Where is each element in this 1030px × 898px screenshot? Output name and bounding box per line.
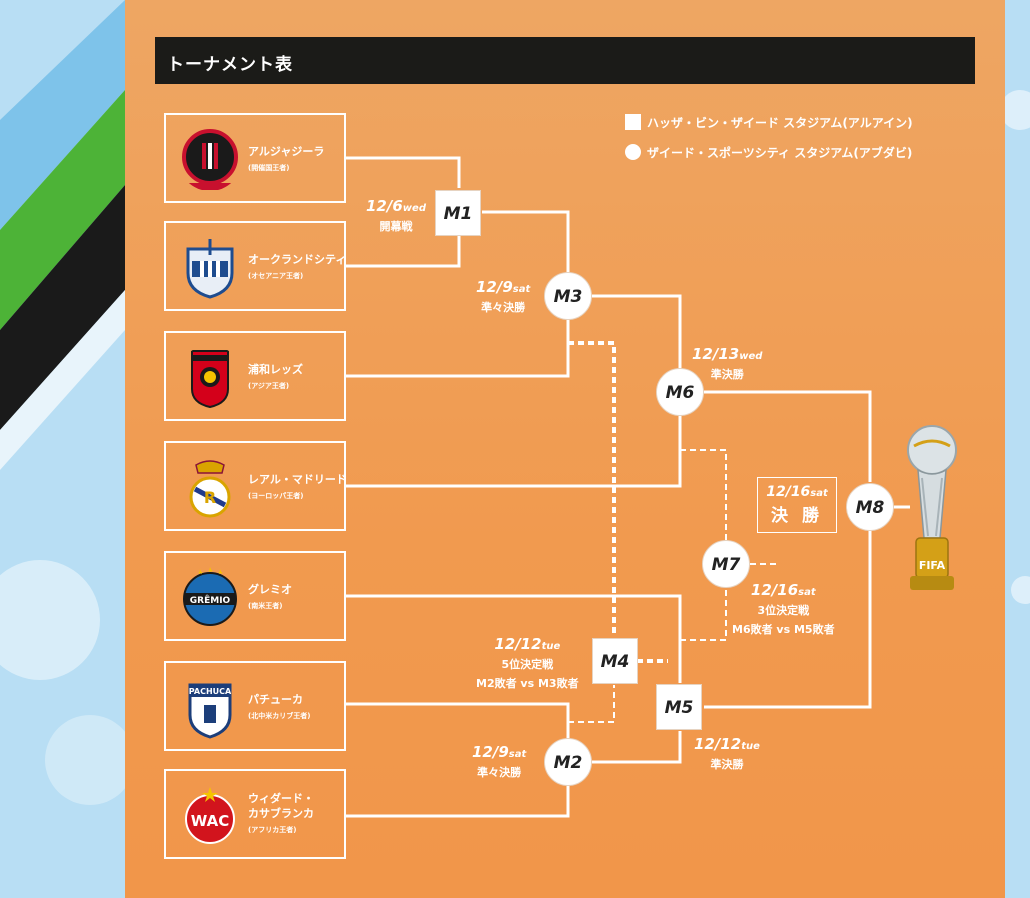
m4-detail: M2敗者 vs M3敗者 <box>476 677 579 690</box>
team-subtitle: (ヨーロッパ王者) <box>248 491 303 501</box>
m2-info: 12/9sat 準々決勝 <box>472 742 526 780</box>
m6-stage: 準決勝 <box>711 368 744 381</box>
team-subtitle: (開催国王者) <box>248 163 289 173</box>
team-subtitle: (アジア王者) <box>248 381 289 391</box>
gremio-logo-icon: GRÊMIO <box>178 565 242 629</box>
line-team1-m1 <box>346 158 459 188</box>
m6-dow: wed <box>739 351 762 362</box>
team-card-pachuca: PACHUCA パチューカ (北中米カリブ王者) <box>164 661 346 751</box>
dash-m6-loser-m7 <box>680 450 726 540</box>
m5-info: 12/12tue 準決勝 <box>694 734 760 772</box>
team-name: ウィダード・ カサブランカ <box>248 791 314 821</box>
m4-stage: 5位決定戦 <box>501 658 553 671</box>
urawa-reds-logo-icon <box>178 345 242 409</box>
team-card-real-madrid: R レアル・マドリード (ヨーロッパ王者) <box>164 441 346 531</box>
m1-info: 12/6wed 開幕戦 <box>366 196 426 234</box>
match-node-m1[interactable]: M1 <box>435 190 481 236</box>
m5-date: 12/12 <box>694 735 741 753</box>
m3-dow: sat <box>513 284 530 295</box>
m2-stage: 準々決勝 <box>477 766 521 779</box>
dash-m5-loser-m7 <box>680 588 726 640</box>
team-card-urawa-reds: 浦和レッズ (アジア王者) <box>164 331 346 421</box>
pachuca-logo-icon: PACHUCA <box>178 675 242 739</box>
m8-stage: 決 勝 <box>758 501 836 526</box>
team-subtitle: (北中米カリブ王者) <box>248 711 310 721</box>
line-team4-m6 <box>346 416 680 486</box>
match-node-m8[interactable]: M8 <box>846 483 894 531</box>
line-m2-m5 <box>592 731 680 762</box>
svg-text:WAC: WAC <box>191 812 230 830</box>
team-name: グレミオ <box>248 581 292 597</box>
m4-date: 12/12 <box>494 635 541 653</box>
team-name: レアル・マドリード <box>248 471 347 487</box>
team-name: 浦和レッズ <box>248 361 303 377</box>
m3-date: 12/9 <box>476 278 513 296</box>
m5-stage: 準決勝 <box>710 758 743 771</box>
team-subtitle: (アフリカ王者) <box>248 825 296 835</box>
match-node-m2[interactable]: M2 <box>544 738 592 786</box>
team-name-line1: ウィダード・ <box>248 792 314 805</box>
team-name: アルジャジーラ <box>248 143 324 159</box>
m3-info: 12/9sat 準々決勝 <box>476 277 530 315</box>
team-subtitle: (オセアニア王者) <box>248 271 303 281</box>
trophy-label: FIFA <box>919 559 946 572</box>
svg-text:PACHUCA: PACHUCA <box>189 687 232 696</box>
real-madrid-logo-icon: R <box>178 455 242 519</box>
team-card-gremio: GRÊMIO グレミオ (南米王者) <box>164 551 346 641</box>
team-name-line2: カサブランカ <box>248 807 314 820</box>
trophy-icon: FIFA <box>892 418 972 598</box>
team-card-al-jazira: アルジャジーラ (開催国王者) <box>164 113 346 203</box>
wydad-logo-icon: WAC <box>178 783 242 847</box>
line-m6-m8 <box>704 392 870 482</box>
svg-text:GRÊMIO: GRÊMIO <box>190 594 231 606</box>
dash-m3-loser-m4 <box>568 343 614 637</box>
al-jazira-logo-icon <box>178 127 242 191</box>
m8-date: 12/16sat <box>758 484 836 500</box>
line-team6-m2 <box>346 704 568 738</box>
line-team3-m3 <box>346 320 568 376</box>
m2-date: 12/9 <box>472 743 509 761</box>
match-node-m3[interactable]: M3 <box>544 272 592 320</box>
m2-dow: sat <box>509 749 526 760</box>
m1-stage: 開幕戦 <box>379 220 412 233</box>
team-name: オークランドシティ <box>248 251 346 267</box>
svg-text:R: R <box>204 488 216 507</box>
m7-detail: M6敗者 vs M5敗者 <box>732 623 835 636</box>
m1-date: 12/6 <box>366 197 403 215</box>
m6-date: 12/13 <box>692 345 739 363</box>
team-subtitle: (南米王者) <box>248 601 282 611</box>
m7-stage: 3位決定戦 <box>757 604 809 617</box>
team-name: パチューカ <box>248 691 303 707</box>
line-m3-m6 <box>592 296 680 368</box>
m7-date: 12/16 <box>751 581 798 599</box>
m7-dow: sat <box>798 587 815 598</box>
m6-info: 12/13wed 準決勝 <box>692 344 762 382</box>
auckland-city-logo-icon <box>178 235 242 299</box>
line-team7-m2 <box>346 786 568 816</box>
m3-stage: 準々決勝 <box>481 301 525 314</box>
m1-dow: wed <box>403 203 426 214</box>
m4-dow: tue <box>542 641 561 652</box>
line-team2-m1 <box>346 236 459 266</box>
m5-dow: tue <box>741 741 760 752</box>
m4-info: 12/12tue 5位決定戦 M2敗者 vs M3敗者 <box>476 634 579 691</box>
line-m1-m3 <box>482 212 568 273</box>
match-node-m4[interactable]: M4 <box>592 638 638 684</box>
m7-info: 12/16sat 3位決定戦 M6敗者 vs M5敗者 <box>732 580 835 637</box>
final-info-box: 12/16sat 決 勝 <box>757 477 837 533</box>
match-node-m5[interactable]: M5 <box>656 684 702 730</box>
team-card-auckland-city: オークランドシティ (オセアニア王者) <box>164 221 346 311</box>
team-card-wydad-casablanca: WAC ウィダード・ カサブランカ (アフリカ王者) <box>164 769 346 859</box>
